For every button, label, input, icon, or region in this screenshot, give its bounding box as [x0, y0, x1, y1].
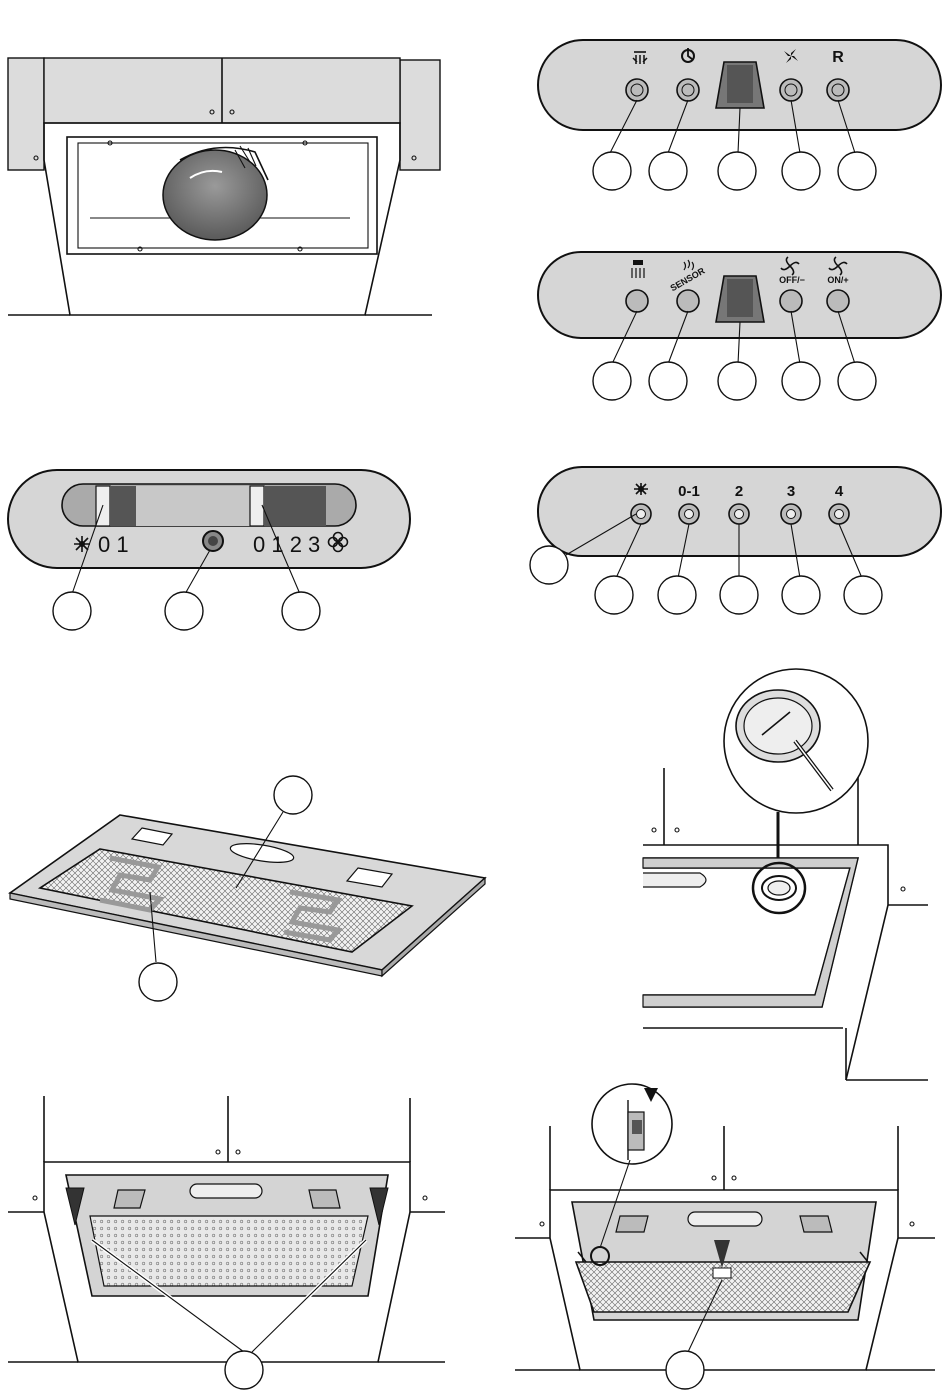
- callout-circle: [649, 362, 687, 400]
- callout-circle: [274, 776, 312, 814]
- figure-filter-hinge: [515, 1084, 935, 1389]
- light-scale: 0 1: [98, 532, 129, 557]
- reset-button[interactable]: [827, 79, 849, 101]
- figure-filter-removal: [8, 1096, 445, 1389]
- speed-label-4: 4: [835, 483, 844, 500]
- callout-circle: [282, 592, 320, 630]
- lamp-cover: [163, 150, 267, 240]
- callout-circle: [593, 362, 631, 400]
- sensor-button[interactable]: [677, 290, 699, 312]
- speed-label-0-1: 0-1: [678, 483, 700, 500]
- reset-label: R: [832, 49, 844, 66]
- fan-plus-button[interactable]: [827, 290, 849, 312]
- fan-scale: 0 1 2 3: [253, 532, 320, 557]
- figure-control-panel-1: R: [538, 40, 941, 190]
- figure-lamp-detail: [643, 669, 928, 1080]
- cabinet-left: [8, 58, 44, 170]
- figure-slider-panel: 0 1 0 1 2 3: [8, 470, 410, 630]
- fan-button[interactable]: [780, 79, 802, 101]
- speed-label-3: 3: [787, 483, 795, 500]
- callout-circle: [720, 576, 758, 614]
- callout-circle: [718, 152, 756, 190]
- figure-hood-lamp: [8, 58, 440, 315]
- callout-circle: [649, 152, 687, 190]
- callout-circle: [782, 576, 820, 614]
- figure-control-panel-2: SENSOR OFF/− ON/+: [538, 252, 941, 400]
- callout-circle: [658, 576, 696, 614]
- callout-circle: [225, 1351, 263, 1389]
- callout-circle: [782, 362, 820, 400]
- callout-circle: [718, 362, 756, 400]
- fan-minus-button[interactable]: [780, 290, 802, 312]
- speed-label-2: 2: [735, 483, 743, 500]
- filter-grid: [90, 1216, 368, 1286]
- timer-button[interactable]: [677, 79, 699, 101]
- callout-circle: [838, 362, 876, 400]
- figure-grease-filter: [10, 776, 485, 1001]
- callout-circle: [165, 592, 203, 630]
- light-button[interactable]: [626, 79, 648, 101]
- callout-circle: [53, 592, 91, 630]
- on-plus-label: ON/+: [827, 275, 848, 285]
- callout-circle: [139, 963, 177, 1001]
- light-icon: [634, 483, 648, 495]
- callout-circle: [666, 1351, 704, 1389]
- figure-control-panel-3: 0-1 2 3 4: [530, 467, 941, 614]
- callout-circle: [595, 576, 633, 614]
- off-minus-label: OFF/−: [779, 275, 805, 285]
- cabinet-right: [400, 60, 440, 170]
- callout-circle: [530, 546, 568, 584]
- callout-circle: [838, 152, 876, 190]
- callout-circle: [782, 152, 820, 190]
- callout-circle: [593, 152, 631, 190]
- light-button[interactable]: [626, 290, 648, 312]
- callout-circle: [844, 576, 882, 614]
